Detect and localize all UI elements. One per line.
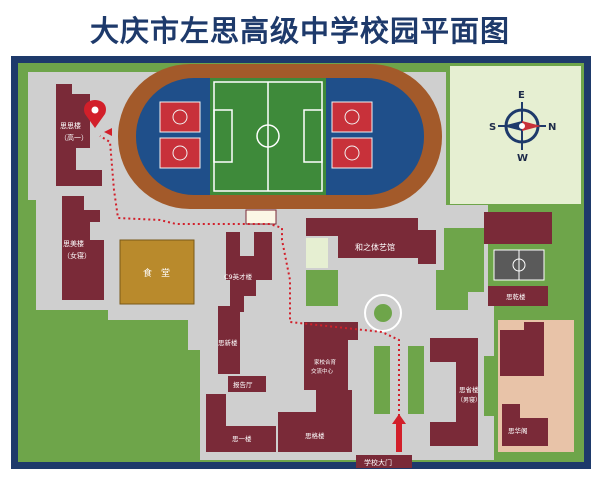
pitch-west-box [213,109,233,163]
sixing-building[interactable] [430,338,478,446]
sixing-building-sublabel: （男寝） [457,396,481,404]
siqian-building-label: 思乾楼 [506,292,526,301]
compass-icon [498,102,546,150]
sige-building-label: 思格楼 [305,431,325,440]
compass-east-label: E [518,90,525,101]
roundabout-center [374,304,392,322]
sixin-building-label: 思新楼 [218,338,238,347]
siyi-building[interactable] [206,394,276,452]
west-basketball-courts [159,101,201,169]
sihua-building-label: 思华阁 [508,426,528,435]
route-arrow-icon [104,128,112,136]
gym-courtyard [306,238,328,268]
sihua-wing-west [500,330,524,376]
compass-west-label: W [517,153,528,164]
compass-north-label: N [548,122,556,133]
jiaxiao-center-label-1: 家校合育 [314,358,337,366]
auditorium-label: 报告厅 [233,380,253,389]
northeast-building[interactable] [484,212,552,244]
simei-building-sublabel: （女寝） [63,251,91,260]
south-lawn [108,320,188,350]
southwest-lawn [28,310,62,455]
sixing-building-label: 思省楼 [459,385,479,394]
plaza-lawn-west [306,270,338,306]
pitch-center-circle [256,124,280,148]
simei-building[interactable] [62,196,104,300]
gate-lawn-west [374,346,390,414]
jiaxiao-center[interactable] [304,322,358,390]
simei-building-label: 思美楼 [63,239,84,248]
pitch-east-box [303,109,323,163]
east-basketball-courts [331,101,373,169]
siyi-building-label: 思一楼 [232,434,252,443]
c9-building[interactable] [226,232,272,312]
sisi-building-label: 思思楼 [60,121,81,130]
sihua-wing-east [524,322,544,376]
sisi-building[interactable] [56,84,102,186]
school-gate[interactable] [356,455,412,468]
sige-building[interactable] [278,390,352,452]
compass-south-label: S [489,122,496,133]
canteen[interactable] [119,239,195,305]
hezhi-gym[interactable] [306,218,436,264]
jiaxiao-center-label-2: 交流中心 [311,367,334,375]
school-gate-label: 学校大门 [364,458,392,467]
small-kiosk [245,209,277,225]
gate-lawn-east [408,346,424,414]
auditorium[interactable] [228,376,266,392]
route-path [99,135,400,416]
sisi-building-sublabel: （高一） [60,133,88,142]
east-strip-lawn [484,356,496,416]
plaza-lawn-east [436,270,468,310]
map-title: 大庆市左思高级中学校园平面图 [89,14,510,48]
canteen-label: 食 堂 [143,267,170,279]
entrance-arrow-icon [392,414,406,452]
hezhi-gym-label: 和之体艺馆 [355,242,395,252]
c9-building-label: C9英才楼 [224,272,253,281]
location-pin-icon [84,100,106,128]
sixin-building[interactable] [218,306,240,374]
sihua-building[interactable] [502,404,548,446]
north-west-walkway [30,72,56,192]
northeast-green-area [450,66,581,204]
siqian-building[interactable] [488,286,548,306]
